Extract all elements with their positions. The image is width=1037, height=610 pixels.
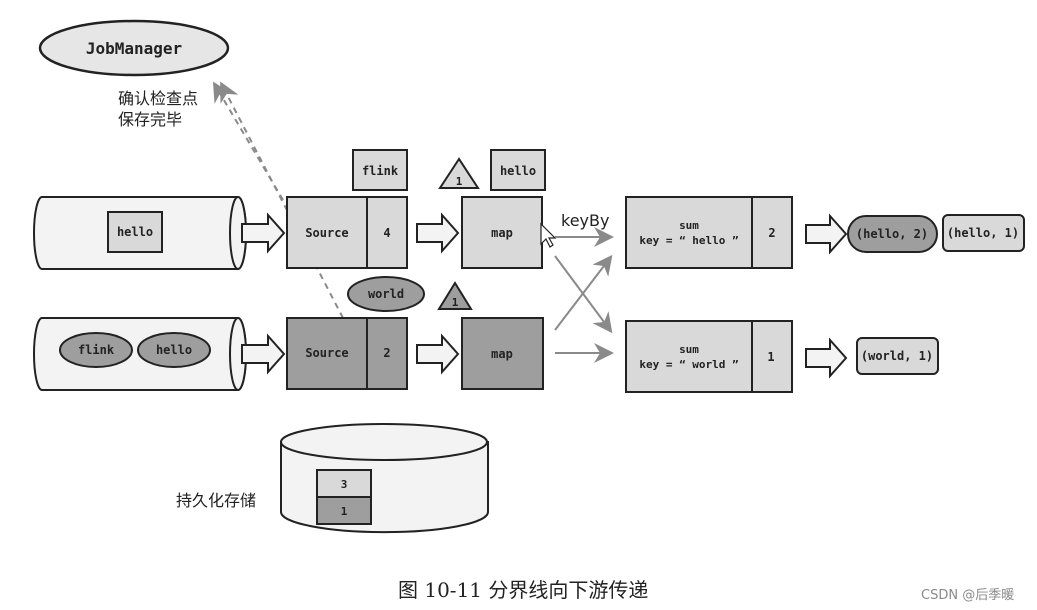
bottom-barrier: 1 bbox=[437, 281, 473, 310]
sum-world-operator: sum key = “ world ” 1 bbox=[625, 320, 793, 393]
job-manager-node: JobManager bbox=[38, 19, 230, 77]
svg-text:map: map bbox=[491, 226, 513, 240]
queue-record bbox=[107, 211, 163, 253]
source-offset: 4 bbox=[383, 226, 390, 240]
top-map-pending-record: hello bbox=[490, 149, 546, 191]
mouse-cursor-icon bbox=[540, 222, 557, 248]
top-map-operator: map bbox=[461, 196, 543, 269]
bottom-map-operator: map bbox=[461, 317, 544, 390]
flow-arrow bbox=[241, 333, 286, 375]
figure-caption: 图 10-11 分界线向下游传递 bbox=[398, 578, 648, 602]
svg-text:sum: sum bbox=[679, 343, 699, 356]
svg-text:(hello, 1): (hello, 1) bbox=[947, 226, 1019, 240]
bottom-in-flight-record: world bbox=[347, 276, 425, 312]
keyby-arrows bbox=[554, 227, 614, 363]
job-manager-label: JobManager bbox=[86, 39, 182, 58]
output-record: (hello, 2) bbox=[847, 215, 938, 253]
svg-text:3: 3 bbox=[341, 478, 348, 491]
flow-arrow bbox=[241, 212, 286, 254]
svg-text:hello: hello bbox=[156, 343, 192, 357]
flow-arrow bbox=[416, 212, 460, 254]
top-source-operator: Source 4 bbox=[286, 196, 408, 269]
svg-text:key = “ hello ”: key = “ hello ” bbox=[639, 234, 738, 247]
top-input-queue: hello bbox=[33, 196, 247, 270]
svg-text:(world, 1): (world, 1) bbox=[861, 349, 933, 363]
checkpoint-ack-line2: 保存完毕 bbox=[118, 110, 182, 129]
source-offset: 2 bbox=[383, 346, 390, 360]
top-in-flight-record: flink bbox=[352, 149, 408, 191]
flow-arrow bbox=[416, 333, 460, 375]
sum-state: 1 bbox=[767, 350, 774, 364]
svg-text:hello: hello bbox=[500, 164, 536, 178]
svg-text:world: world bbox=[368, 287, 404, 301]
svg-text:flink: flink bbox=[362, 164, 399, 178]
svg-text:map: map bbox=[491, 347, 513, 361]
source-label: Source bbox=[305, 346, 348, 360]
svg-text:sum: sum bbox=[679, 219, 699, 232]
flow-arrow bbox=[805, 213, 848, 255]
checkpoint-ack-line1: 确认检查点 bbox=[118, 89, 198, 108]
checkpoint-ack-arrows bbox=[212, 81, 344, 319]
storage-label: 持久化存储 bbox=[176, 491, 256, 510]
bottom-input-queue: flink hello bbox=[33, 317, 247, 391]
svg-text:flink: flink bbox=[78, 343, 115, 357]
svg-text:(hello, 2): (hello, 2) bbox=[856, 227, 928, 241]
keyby-label: keyBy bbox=[561, 211, 609, 230]
output-record: (hello, 1) bbox=[942, 214, 1025, 252]
storage-entry bbox=[316, 469, 372, 498]
sum-hello-operator: sum key = “ hello ” 2 bbox=[625, 196, 793, 269]
svg-text:key = “ world ”: key = “ world ” bbox=[639, 358, 738, 371]
watermark: CSDN @后季暖 bbox=[921, 588, 1014, 603]
top-barrier: 1 bbox=[438, 157, 480, 189]
source-label: Source bbox=[305, 226, 348, 240]
storage-entry bbox=[316, 496, 372, 525]
svg-text:hello: hello bbox=[117, 225, 153, 239]
queue-record bbox=[137, 332, 211, 368]
queue-record bbox=[59, 332, 133, 368]
sum-state: 2 bbox=[768, 226, 775, 240]
output-record: (world, 1) bbox=[856, 337, 939, 375]
persistent-storage: 3 1 bbox=[280, 423, 489, 534]
svg-text:1: 1 bbox=[452, 296, 459, 309]
svg-text:1: 1 bbox=[341, 505, 348, 518]
flow-arrow bbox=[805, 337, 848, 379]
svg-text:1: 1 bbox=[456, 175, 463, 188]
bottom-source-operator: Source 2 bbox=[286, 317, 408, 390]
